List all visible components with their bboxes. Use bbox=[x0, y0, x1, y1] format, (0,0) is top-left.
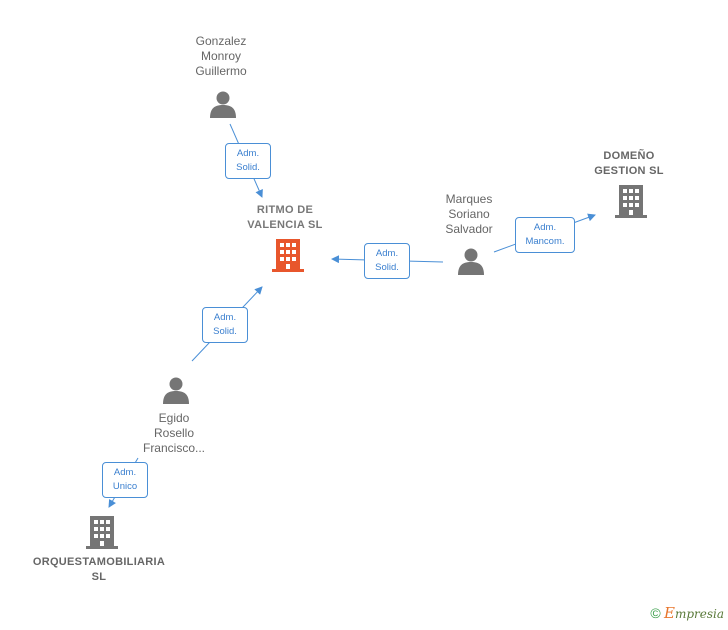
node-label-ritmo: RITMO DE VALENCIA SL bbox=[247, 204, 323, 231]
node-label-orquesta: ORQUESTAMOBILIARIA SL bbox=[32, 556, 166, 583]
building-icon bbox=[86, 516, 118, 549]
person-node-egido[interactable] bbox=[161, 375, 191, 410]
node-label-egido: Egido Rosello Francisco... bbox=[142, 411, 205, 455]
person-icon bbox=[458, 248, 484, 275]
person-node-marques[interactable] bbox=[456, 246, 486, 281]
brand-initial: E bbox=[663, 604, 675, 622]
node-label-gonzalez: Gonzalez Monroy Guillermo bbox=[195, 34, 247, 78]
relation-label-egido-orquesta[interactable]: Adm. Unico bbox=[102, 462, 148, 498]
copyright-symbol: © bbox=[650, 605, 661, 621]
brand-rest: mpresia bbox=[674, 607, 724, 621]
building-icon bbox=[615, 185, 647, 218]
relation-label-marques-domeno[interactable]: Adm. Mancom. bbox=[515, 217, 575, 253]
company-node-orquesta[interactable] bbox=[86, 514, 118, 555]
company-node-ritmo[interactable] bbox=[272, 237, 304, 278]
node-label-domeno: DOMEÑO GESTION SL bbox=[594, 150, 664, 177]
building-icon bbox=[272, 239, 304, 272]
empresia-logo: Empresia bbox=[663, 604, 724, 622]
relation-label-gonzalez-ritmo[interactable]: Adm. Solid. bbox=[225, 143, 271, 179]
company-node-domeno[interactable] bbox=[615, 183, 647, 224]
person-icon bbox=[210, 91, 236, 118]
person-node-gonzalez[interactable] bbox=[208, 89, 238, 124]
relation-label-egido-ritmo[interactable]: Adm. Solid. bbox=[202, 307, 248, 343]
node-label-marques: Marques Soriano Salvador bbox=[445, 192, 493, 236]
relation-label-marques-ritmo[interactable]: Adm. Solid. bbox=[364, 243, 410, 279]
footer-brand: © Empresia bbox=[650, 604, 724, 622]
person-icon bbox=[163, 377, 189, 404]
